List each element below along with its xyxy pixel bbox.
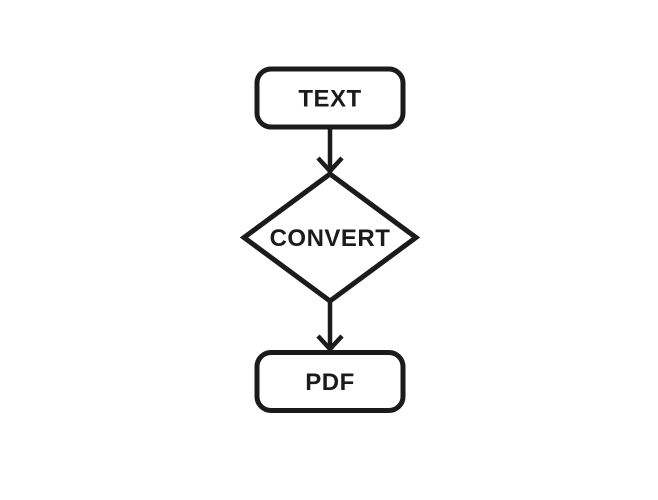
- rounded-rect-shape: [254, 66, 406, 130]
- node-text-label: TEXT: [298, 86, 361, 113]
- arrow-convert-to-pdf: [316, 299, 344, 353]
- rounded-rect-shape: [254, 350, 406, 413]
- diamond-shape: [239, 170, 421, 305]
- arrow-down-icon: [316, 334, 344, 353]
- node-text: TEXT: [254, 66, 406, 130]
- node-pdf-label: PDF: [305, 369, 355, 396]
- node-pdf: PDF: [254, 350, 406, 413]
- arrow-text-to-convert: [316, 126, 344, 175]
- node-convert: CONVERT: [239, 170, 421, 305]
- node-convert-label: CONVERT: [270, 225, 391, 252]
